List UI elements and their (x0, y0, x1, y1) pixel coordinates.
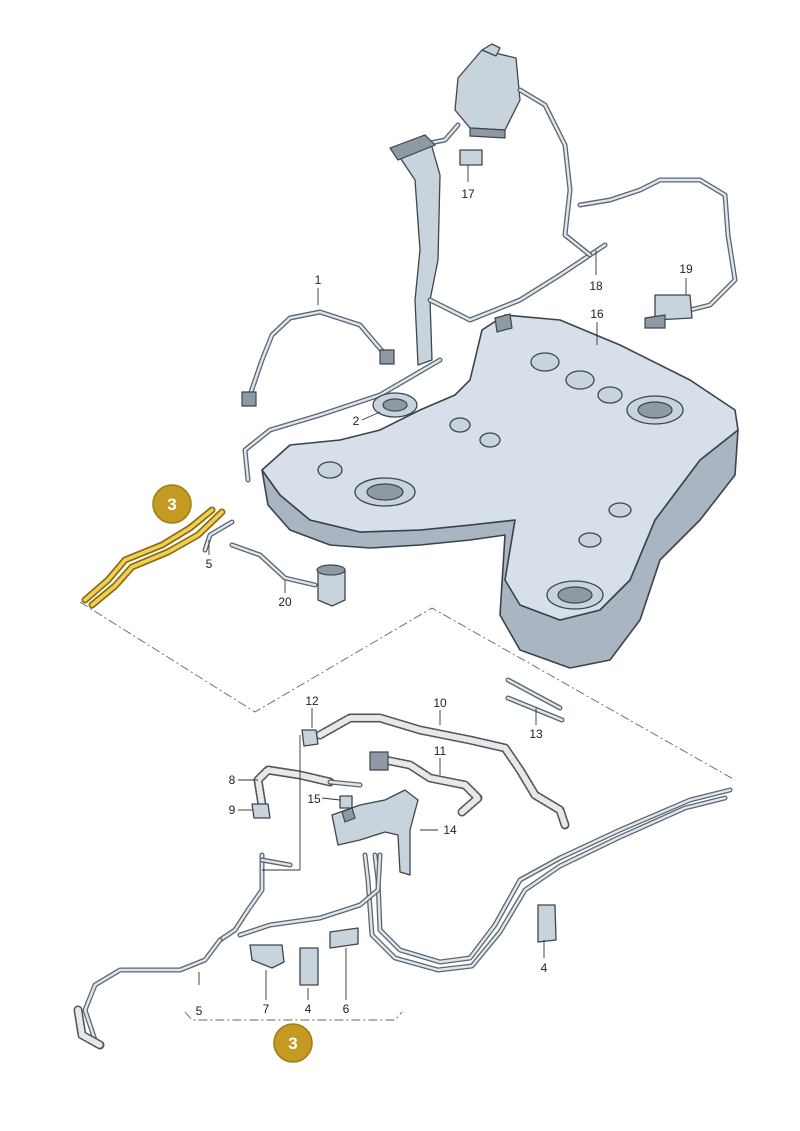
callout-5-lower: 5 (196, 1004, 203, 1018)
hose-11 (369, 751, 483, 817)
holder-4-right (537, 904, 557, 943)
callout-15: 15 (307, 792, 321, 806)
callout-16: 16 (590, 307, 604, 321)
callout-18: 18 (589, 279, 603, 293)
holder-4-left (299, 947, 319, 986)
fuel-tank (261, 313, 739, 669)
hose-8 (253, 765, 363, 810)
badge-3-upper: 3 (152, 484, 192, 524)
callout-4-right: 4 (541, 961, 548, 975)
bracket-14 (331, 789, 419, 876)
charcoal-canister (417, 43, 521, 148)
callout-12: 12 (305, 694, 319, 708)
callout-17: 17 (461, 187, 475, 201)
callout-7: 7 (263, 1002, 270, 1016)
tube-clips-13 (505, 677, 565, 723)
badge-3-upper-label: 3 (167, 495, 176, 514)
group-boundary-lower (184, 1011, 403, 1021)
callout-20: 20 (278, 595, 292, 609)
callout-1: 1 (315, 273, 322, 287)
hose-10 (315, 713, 570, 830)
vent-lines (459, 87, 738, 329)
callout-2: 2 (353, 414, 360, 428)
sender-flange-2 (372, 392, 418, 418)
holder-6 (329, 927, 359, 949)
callout-9: 9 (229, 803, 236, 817)
fuel-lines-lower (73, 787, 733, 1050)
callout-5-upper: 5 (206, 557, 213, 571)
callout-4-left: 4 (305, 1002, 312, 1016)
fuel-filter-20 (229, 542, 346, 607)
holder-7 (249, 944, 285, 969)
vent-line-1 (241, 309, 443, 483)
callout-19: 19 (679, 262, 693, 276)
callout-8: 8 (229, 773, 236, 787)
badge-3-lower-label: 3 (288, 1034, 297, 1053)
callout-14: 14 (443, 823, 457, 837)
filler-neck (389, 134, 608, 366)
callout-6: 6 (343, 1002, 350, 1016)
callout-13: 13 (529, 727, 543, 741)
group-boundary-upper (79, 601, 736, 781)
clip-12 (301, 729, 319, 747)
callout-10: 10 (433, 696, 447, 710)
clip-15 (339, 795, 353, 809)
callout-11: 11 (434, 744, 447, 758)
badge-3-lower: 3 (273, 1023, 313, 1063)
leader-lines (198, 165, 687, 1000)
highlighted-fuel-lines-upper (81, 506, 235, 609)
clip-9 (251, 803, 271, 819)
